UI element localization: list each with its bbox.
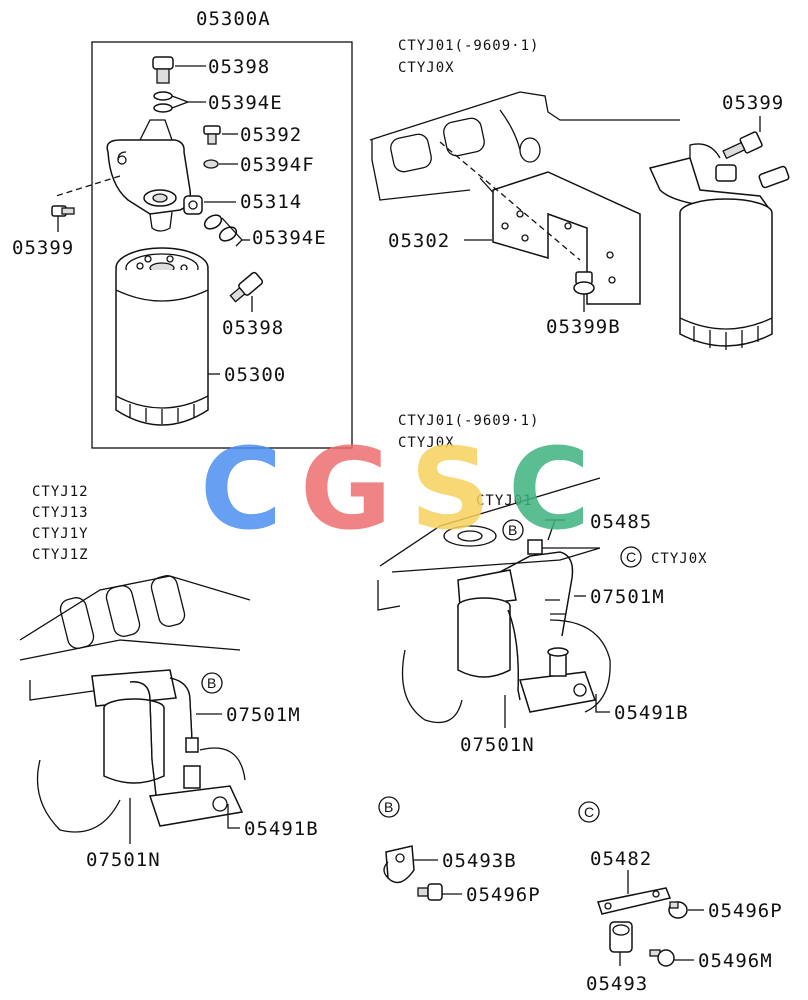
filter-cartridge-05300 — [115, 247, 209, 426]
model-code: CTYJ12 — [32, 484, 89, 500]
part-label: 05496M — [698, 950, 773, 972]
assembly-box — [91, 41, 353, 449]
engine-manifold — [369, 91, 680, 201]
marker-c: C — [584, 804, 594, 820]
engine-block-mid — [377, 477, 611, 724]
installed-filter — [648, 143, 790, 350]
part-label: 05482 — [590, 848, 652, 870]
model-code: CTYJ01 — [476, 493, 533, 509]
part-label: 05399 — [722, 92, 784, 114]
part-label: 05394E — [208, 92, 283, 114]
filter-left — [91, 669, 177, 784]
engine-block-left — [19, 575, 251, 833]
bolt-05496p-c — [668, 901, 688, 919]
part-label: 05314 — [240, 191, 302, 213]
injection-pump-mid — [519, 647, 597, 713]
part-label: 05399B — [546, 316, 621, 338]
watermark-letter: S — [410, 425, 491, 555]
watermark-letter: C — [508, 425, 590, 555]
clamp-05493b — [383, 845, 415, 884]
watermark-letter: C — [200, 425, 282, 555]
part-label: 05399 — [12, 237, 74, 259]
bolt-05398-bottom — [229, 271, 264, 303]
part-label: 05485 — [590, 511, 652, 533]
detail-b: B 05493B 05496P — [378, 796, 541, 906]
part-label: 05394F — [240, 154, 315, 176]
marker-b: B — [207, 675, 216, 691]
part-label: 05496P — [708, 900, 783, 922]
injection-pump-left — [148, 765, 244, 827]
model-code: CTYJ0X — [398, 435, 455, 451]
bolt-05399b — [573, 271, 595, 295]
watermark: C G S C — [200, 425, 590, 555]
part-label: 07501N — [86, 849, 161, 871]
marker-b: B — [384, 799, 393, 815]
part-label: 05398 — [222, 317, 284, 339]
model-code: CTYJ0X — [651, 551, 708, 567]
watermark-letter: G — [300, 425, 392, 555]
bolt-05399-right — [722, 131, 763, 160]
plug-05392 — [203, 125, 221, 145]
fuel-line-view-left: CTYJ12 CTYJ13 CTYJ1Y CTYJ1Z — [19, 484, 319, 871]
part-label: 05398 — [208, 56, 270, 78]
model-code: CTYJ13 — [32, 505, 89, 521]
part-label: 07501M — [590, 586, 665, 608]
part-label: 05493B — [442, 850, 517, 872]
bracket-installation-view: CTYJ01(-9609·1) CTYJ0X 05302 — [369, 38, 790, 350]
assembly-label: 05300A — [196, 8, 271, 30]
filter-mid — [457, 569, 517, 678]
model-code: CTYJ01(-9609·1) — [398, 38, 539, 54]
model-code: CTYJ01(-9609·1) — [398, 413, 539, 429]
clamp-05493 — [609, 921, 633, 953]
part-label: 05392 — [240, 124, 302, 146]
fuel-pipes-left — [129, 677, 199, 796]
marker-c: C — [626, 549, 636, 565]
model-code: CTYJ0X — [398, 60, 455, 76]
bolt-05496p-b — [417, 883, 443, 901]
bolt-05399-left — [51, 205, 75, 217]
washers-05394e-bottom — [203, 214, 238, 242]
plate-05482 — [597, 887, 672, 915]
filter-head-assembly: 05300A 05398 05394E 05392 05394F — [12, 8, 353, 449]
marker-b: B — [508, 522, 517, 538]
washers-05394e-top — [153, 91, 173, 113]
part-label: 05302 — [388, 230, 450, 252]
part-label: 05493 — [586, 973, 648, 995]
part-label: 05496P — [466, 884, 541, 906]
detail-c: C 05482 05493 05496P 05496M — [578, 801, 783, 995]
part-label: 07501M — [226, 704, 301, 726]
filter-head-05314 — [106, 119, 203, 232]
model-code: CTYJ1Z — [32, 547, 89, 563]
bracket-05302 — [492, 171, 641, 305]
fuel-pipes-mid — [499, 539, 600, 701]
bolt-05496m — [649, 949, 675, 967]
washer-05394f — [203, 159, 219, 169]
fuel-line-view-mid: CTYJ01(-9609·1) CTYJ0X CTYJ01 — [377, 413, 708, 756]
part-label: 05491B — [244, 818, 319, 840]
part-label: 05300 — [224, 364, 286, 386]
part-label: 05394E — [252, 227, 327, 249]
model-code: CTYJ1Y — [32, 526, 89, 542]
part-label: 05491B — [614, 702, 689, 724]
part-label: 07501N — [460, 734, 535, 756]
bolt-05398-top — [152, 56, 174, 84]
